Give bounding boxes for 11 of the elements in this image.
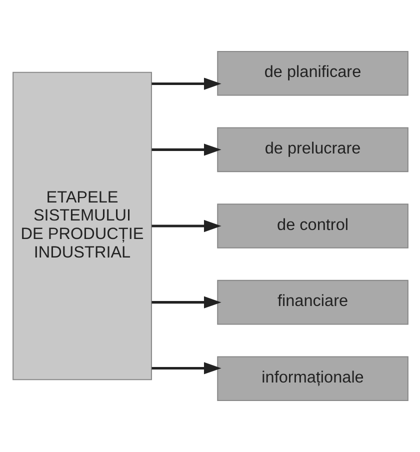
arrow <box>151 78 221 90</box>
arrow <box>151 296 221 308</box>
node-box: de control <box>216 204 408 248</box>
arrow <box>151 220 221 232</box>
node-box: ETAPELE SISTEMULUI DE PRODUCȚIE INDUSTRIAL <box>12 72 152 380</box>
node-box: de planificare <box>216 50 408 96</box>
arrow <box>151 144 221 156</box>
node-box: informaționale <box>216 356 408 402</box>
arrow <box>151 362 221 374</box>
node-box: financiare <box>216 280 408 325</box>
node-box: de prelucrare <box>216 127 408 172</box>
